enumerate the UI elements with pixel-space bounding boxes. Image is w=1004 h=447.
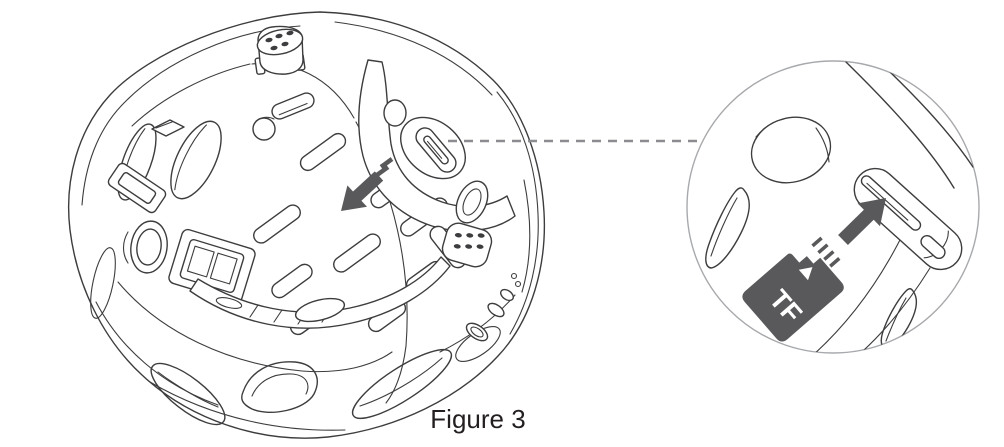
strap-anchor — [107, 162, 167, 214]
cradle-band — [189, 256, 451, 329]
strap-loop — [455, 180, 489, 224]
helmet-rim-line — [81, 25, 301, 206]
figure-caption: Figure 3 — [430, 404, 525, 434]
removal-arrow-icon — [341, 157, 394, 211]
detail-circle — [686, 60, 980, 354]
helmet-rim-line — [496, 91, 539, 335]
detail-teardrop-vents — [705, 187, 918, 349]
side-pad-clip — [441, 222, 493, 268]
strap-yoke — [358, 59, 516, 232]
sd-slot-main — [415, 127, 457, 173]
helmet-rim-line — [334, 21, 493, 96]
detail-round-vent — [750, 116, 832, 184]
detail-callout: TF — [686, 60, 980, 354]
shell-vent-holes — [90, 247, 501, 426]
helmet-rim-line — [149, 381, 346, 431]
tf-card-slot — [853, 167, 963, 271]
card-contacts — [811, 236, 841, 268]
helmet-illustration — [67, 11, 546, 439]
side-buttons — [465, 272, 522, 342]
fit-dial — [122, 220, 168, 274]
insert-arrow-icon — [838, 198, 886, 245]
yoke-bump — [383, 99, 407, 127]
helmet-rim-line — [521, 179, 531, 293]
top-pad-clip — [254, 25, 306, 75]
rim-tab — [151, 119, 185, 137]
helmet-rim-line — [95, 301, 219, 406]
card-direction-triangle — [798, 267, 813, 281]
strap-guide — [168, 228, 256, 304]
tf-card: TF — [742, 236, 844, 342]
